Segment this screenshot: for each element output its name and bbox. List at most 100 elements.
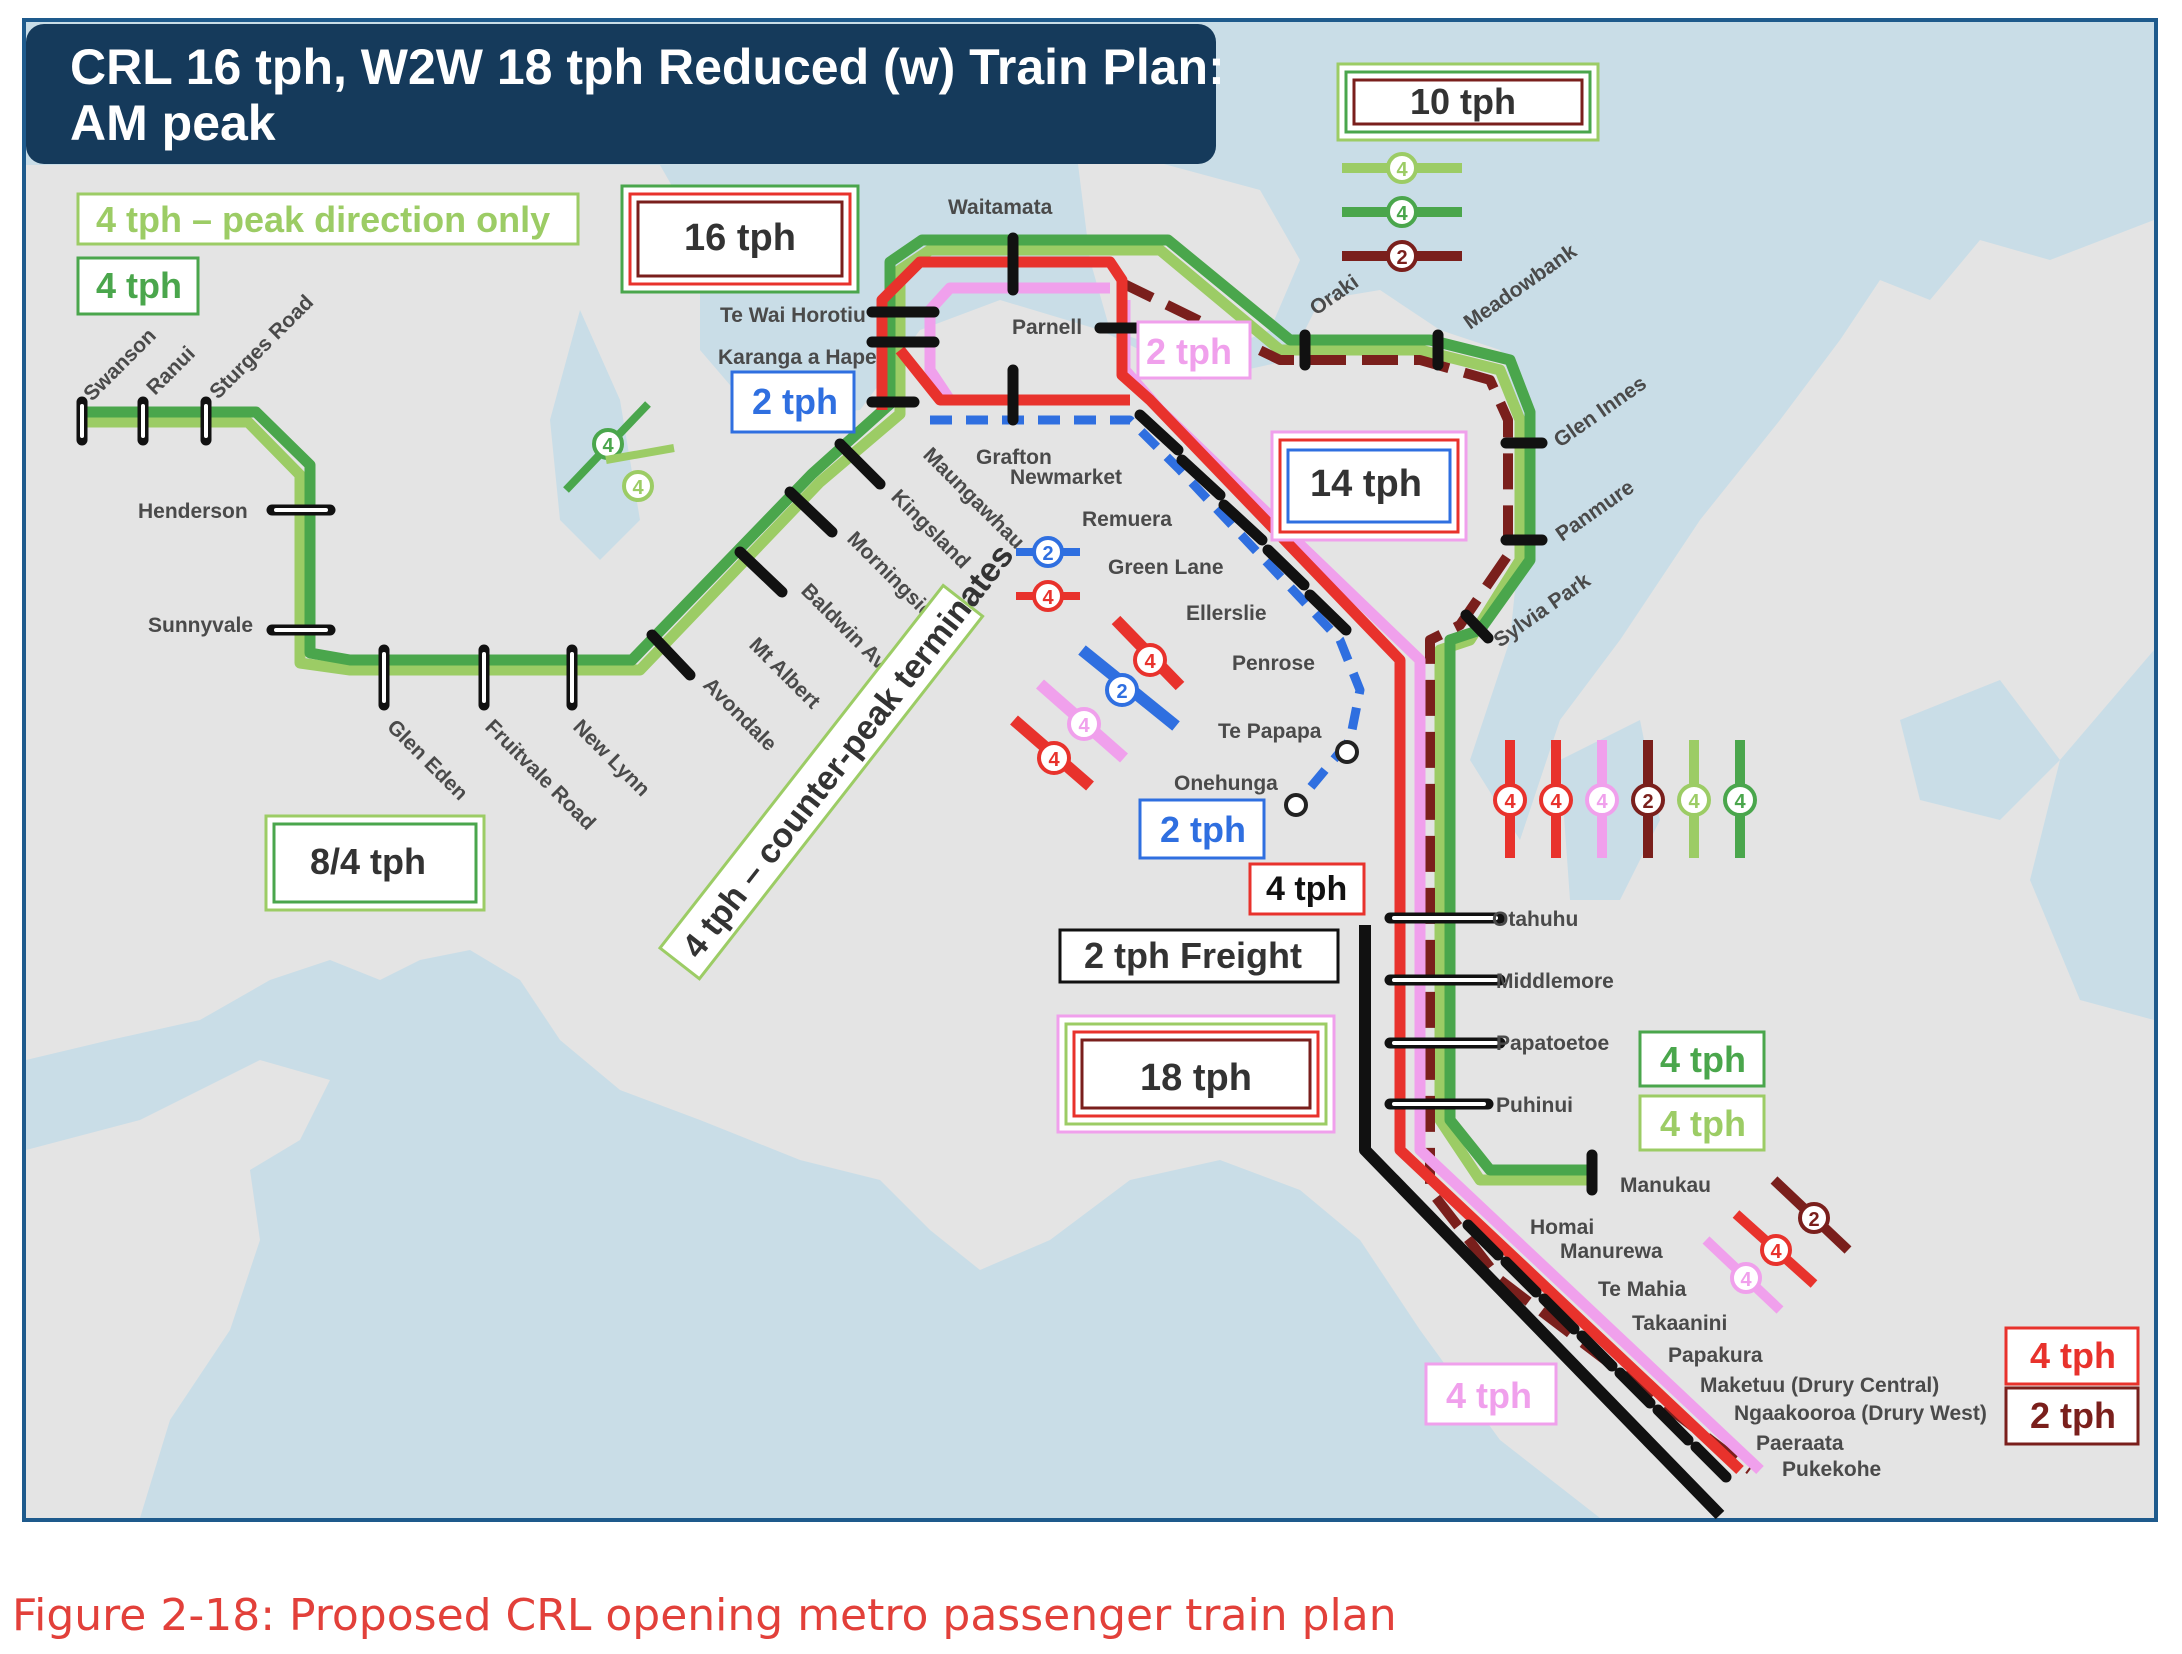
- parnell-pink-label: 2 tph: [1146, 331, 1232, 372]
- badge-se-circle-darkred: [1798, 1202, 1830, 1234]
- badge-stack-10tph: 4 4 2: [1342, 152, 1462, 272]
- sixteen-tph-box-mid: [628, 192, 852, 286]
- station-parnell: Parnell: [1012, 316, 1082, 339]
- onehunga-bottom-label: 2 tph: [1160, 809, 1246, 850]
- badge-v-text-light-green: 4: [1688, 791, 1700, 813]
- eighteen-tph-box-mid: [1064, 1022, 1328, 1126]
- four-tph-black-label: 4 tph: [1266, 870, 1347, 908]
- eighteen-tph-label: 18 tph: [1140, 1057, 1252, 1099]
- eighteen-tph-box-inner: [1072, 1030, 1320, 1118]
- station-henderson: Henderson: [138, 500, 248, 523]
- station-ellerslie: Ellerslie: [1186, 602, 1267, 625]
- badge-circle-dark-green: [1386, 196, 1418, 228]
- badge-mw-text-blue: 2: [1042, 543, 1053, 565]
- badge-center-text-pink: 4: [1078, 715, 1090, 737]
- badge-center-text-red: 4: [1144, 651, 1156, 673]
- station-onehunga: Onehunga: [1174, 772, 1278, 795]
- station-green-lane: Green Lane: [1108, 556, 1224, 579]
- badge-v-circle-darkred: [1631, 783, 1665, 817]
- badge-west-text-light: 4: [632, 477, 644, 499]
- station-newmarket: Newmarket: [1010, 466, 1122, 489]
- fourteen-tph-label: 14 tph: [1310, 463, 1422, 505]
- manukau-light-box: [1638, 1094, 1766, 1152]
- badge-v-text-red-2: 4: [1550, 791, 1562, 813]
- station-grafton: Grafton: [976, 446, 1052, 469]
- station-maketuu: Maketuu (Drury Central): [1700, 1374, 1939, 1397]
- badge-center-text-blue: 2: [1116, 681, 1127, 703]
- legend-4tph-label: 4 tph: [96, 265, 182, 306]
- pink-south-label: 4 tph: [1446, 1375, 1532, 1416]
- freight-line-black: [1359, 925, 1725, 1520]
- eighteen-tph-box-core: [1080, 1038, 1312, 1110]
- badge-center-circle-pink: [1067, 707, 1101, 741]
- badge-west-circle-light: [622, 470, 654, 502]
- station-tick-highlights: [80, 404, 1498, 1106]
- manukau-dark-box: [1638, 1030, 1766, 1088]
- land-south-west: [26, 1060, 330, 1518]
- badge-v-circle-pink: [1585, 783, 1619, 817]
- badge-v-circle-red-1: [1493, 783, 1527, 817]
- onehunga-terminal: [1284, 793, 1308, 817]
- darkred-south-box: [2004, 1386, 2140, 1446]
- western-tph-label: 8/4 tph: [310, 841, 426, 882]
- badge-v-text-pink: 4: [1596, 791, 1608, 813]
- badge-pair-maungawhau: 2 4: [1016, 536, 1080, 612]
- land-mainland: [26, 165, 2154, 1518]
- station-waitamata: Waitamata: [948, 196, 1053, 219]
- station-manukau: Manukau: [1620, 1174, 1711, 1197]
- title-banner: [26, 24, 1216, 164]
- onehunga-top-label: 2 tph: [752, 381, 838, 422]
- legend-4tph-box: [76, 256, 200, 316]
- sixteen-tph-label: 16 tph: [684, 217, 796, 259]
- station-papatoetoe: Papatoetoe: [1496, 1032, 1609, 1055]
- badge-mw-text-red: 4: [1042, 587, 1054, 609]
- station-papakura: Papakura: [1668, 1344, 1763, 1367]
- fourteen-tph-box-mid: [1278, 438, 1460, 534]
- badge-center-circle-red: [1133, 643, 1167, 677]
- badge-circle-darkred: [1386, 240, 1418, 272]
- title-line-1: CRL 16 tph, W2W 18 tph Reduced (w) Train…: [70, 39, 1225, 95]
- western-line-dark: [80, 234, 1590, 1176]
- te-papapa-terminal: [1335, 740, 1359, 764]
- four-tph-black-box: [1248, 862, 1366, 916]
- badge-circle-light-green: [1386, 152, 1418, 184]
- eighteen-tph-box-outer: [1056, 1014, 1336, 1134]
- red-south-label: 4 tph: [2030, 1335, 2116, 1376]
- onehunga-bottom-box: [1138, 798, 1266, 860]
- station-otahuhu: Otahuhu: [1492, 908, 1578, 931]
- badge-vertical-stack: 4 4 4 2 4 4: [1493, 740, 1757, 858]
- pink-south-box: [1424, 1362, 1558, 1426]
- manukau-light-label: 4 tph: [1660, 1103, 1746, 1144]
- manukau-dark-label: 4 tph: [1660, 1039, 1746, 1080]
- station-penrose: Penrose: [1232, 652, 1315, 675]
- badge-center-text-red-2: 4: [1048, 749, 1060, 771]
- red-south-box: [2004, 1326, 2140, 1386]
- station-te-mahia: Te Mahia: [1598, 1278, 1687, 1301]
- badge-v-circle-red-2: [1539, 783, 1573, 817]
- figure-caption: Figure 2-18: Proposed CRL opening metro …: [12, 1590, 1397, 1641]
- station-te-papapa: Te Papapa: [1218, 720, 1322, 743]
- western-tph-box-inner: [272, 822, 478, 904]
- onehunga-top-box: [730, 370, 856, 434]
- legend-peak-direction-label: 4 tph – peak direction only: [96, 199, 550, 240]
- ten-tph-box-inner: [1352, 78, 1584, 126]
- crl-loop-red: [895, 346, 1130, 406]
- badge-west-arrow-light: [605, 444, 675, 464]
- badge-v-text-darkred: 2: [1642, 791, 1653, 813]
- station-homai: Homai: [1530, 1216, 1594, 1239]
- station-ngaakooroa: Ngaakooroa (Drury West): [1734, 1402, 1987, 1425]
- station-karanga-a-hape: Karanga a Hape: [718, 346, 877, 369]
- ten-tph-label: 10 tph: [1410, 81, 1516, 122]
- badge-v-circle-light-green: [1677, 783, 1711, 817]
- badge-se-text-pink: 4: [1740, 1269, 1752, 1291]
- badge-v-text-red-1: 4: [1504, 791, 1516, 813]
- badge-center-circle-blue: [1105, 673, 1139, 707]
- station-middlemore: Middlemore: [1496, 970, 1614, 993]
- badge-text-darkred: 2: [1396, 247, 1407, 269]
- badge-pair-west: 4 4: [563, 401, 675, 502]
- badge-se-text-darkred: 2: [1808, 1209, 1819, 1231]
- ten-tph-box-mid: [1344, 70, 1592, 134]
- darkred-south-label: 2 tph: [2030, 1395, 2116, 1436]
- badge-text-dark-green: 4: [1396, 203, 1408, 225]
